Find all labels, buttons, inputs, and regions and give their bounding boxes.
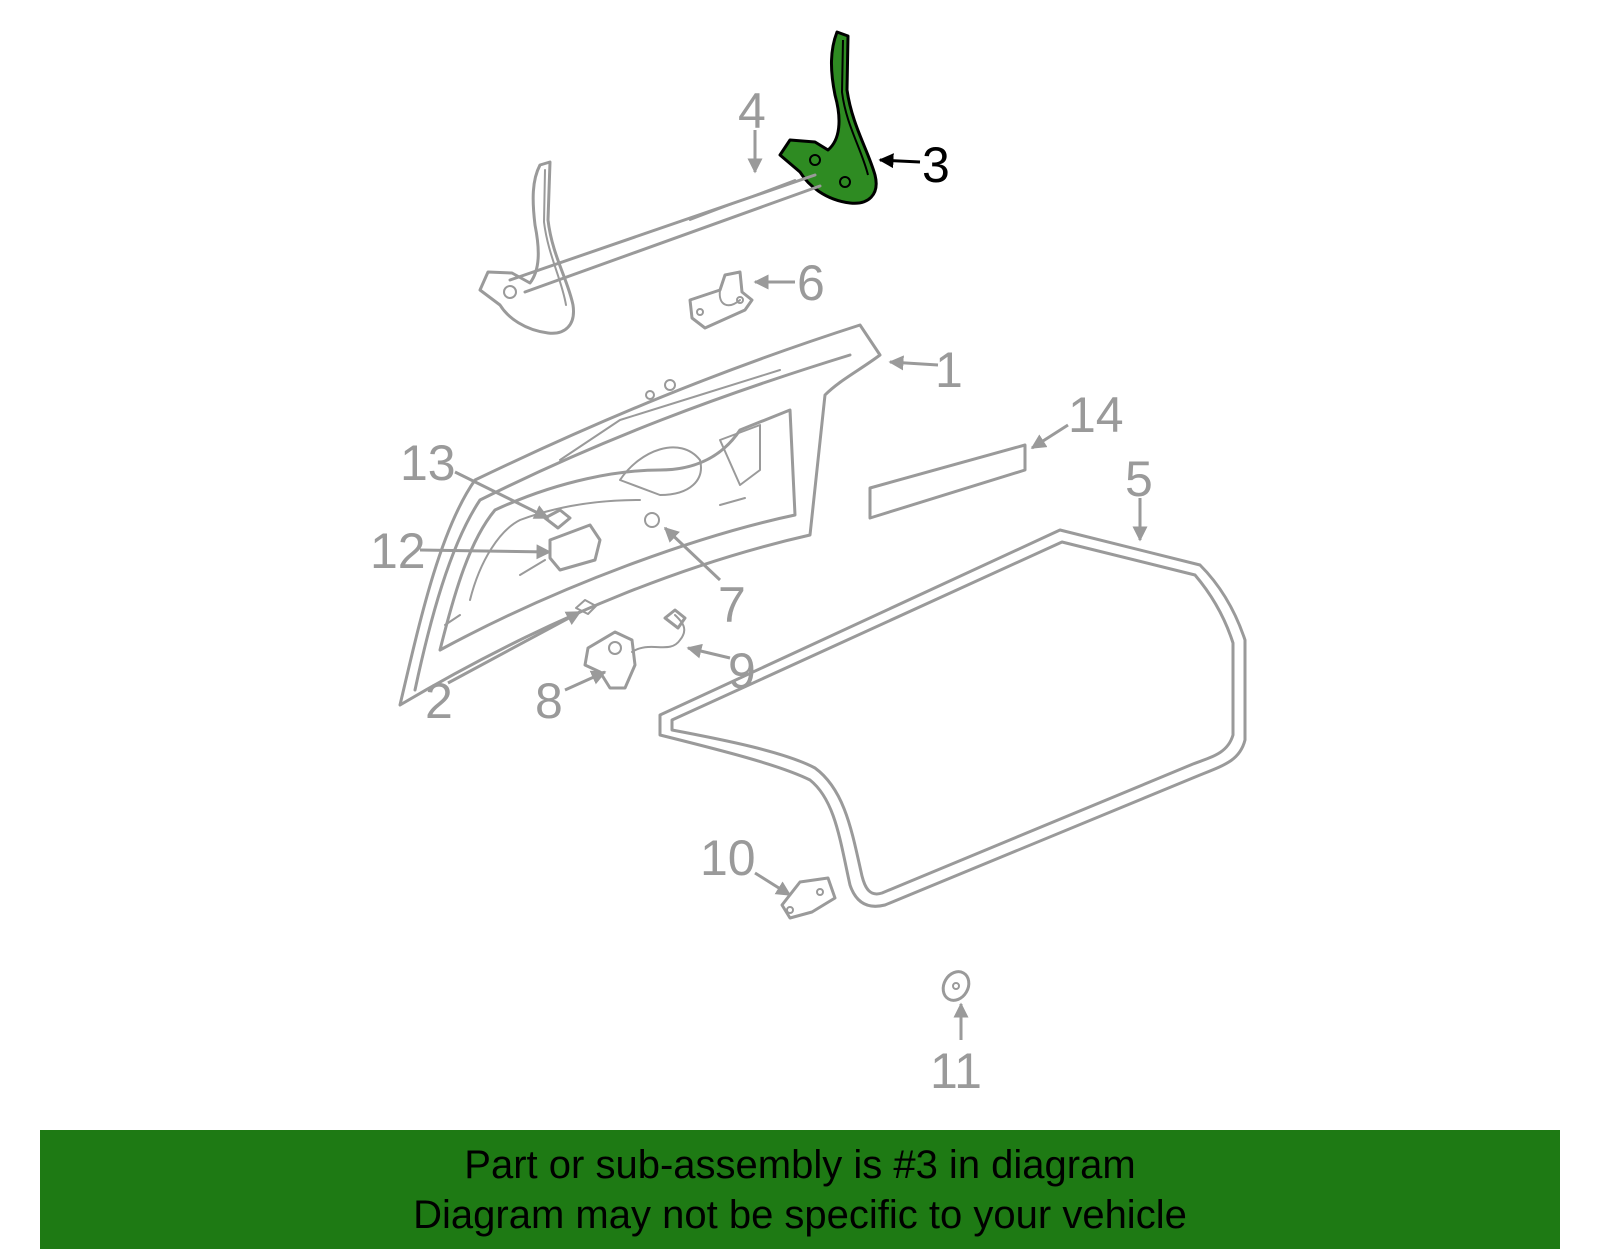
callout-8: 8 xyxy=(535,673,563,729)
callout-9: 9 xyxy=(728,643,756,699)
plug-part xyxy=(644,512,660,528)
leader-line-2 xyxy=(447,610,582,685)
lock-actuator-part xyxy=(583,630,637,690)
emblem-strip-part xyxy=(868,443,1027,520)
callout-1: 1 xyxy=(935,342,963,398)
leader-line-7 xyxy=(663,526,722,582)
grommet-part xyxy=(941,970,971,1002)
leader-line-13 xyxy=(454,470,550,520)
hinge-part-highlighted xyxy=(778,30,878,205)
lamp-part xyxy=(548,523,602,572)
bulb-part xyxy=(543,508,572,530)
callout-11: 11 xyxy=(930,1043,982,1099)
callout-labels: 1 2 3 4 5 6 7 8 9 10 11 12 13 14 xyxy=(370,83,1153,1099)
leader-line-8 xyxy=(564,670,607,692)
vehicle-disclaimer: Diagram may not be specific to your vehi… xyxy=(413,1192,1187,1237)
leader-line-14 xyxy=(1030,423,1069,450)
wiring-harness-part xyxy=(631,608,687,653)
part-info-banner: Part or sub-assembly is #3 in diagram Di… xyxy=(40,1130,1560,1249)
callout-14: 14 xyxy=(1068,387,1124,443)
leader-line-9 xyxy=(686,643,731,660)
leader-line-1 xyxy=(888,355,939,371)
leader-line-3 xyxy=(878,153,921,169)
parts-diagram: 1 2 3 4 5 6 7 8 9 10 11 12 13 14 xyxy=(370,30,1247,1099)
callout-4: 4 xyxy=(738,83,766,139)
callout-12: 12 xyxy=(370,523,426,579)
callout-5: 5 xyxy=(1125,451,1153,507)
hinge-assembly-part xyxy=(478,160,822,335)
callout-2: 2 xyxy=(425,673,453,729)
callout-13: 13 xyxy=(400,435,456,491)
bumper-part xyxy=(575,599,597,615)
leader-lines xyxy=(419,130,1148,1040)
latch-part xyxy=(780,876,837,920)
weatherstrip-part xyxy=(658,528,1247,908)
trunk-lid-part xyxy=(398,323,882,707)
callout-7: 7 xyxy=(718,577,746,633)
leader-line-12 xyxy=(419,544,552,560)
striker-part xyxy=(688,270,754,330)
part-number-note: Part or sub-assembly is #3 in diagram xyxy=(464,1142,1136,1187)
leader-line-10 xyxy=(754,871,792,897)
callout-10: 10 xyxy=(700,830,756,886)
callout-6: 6 xyxy=(797,255,825,311)
callout-3: 3 xyxy=(922,137,950,193)
